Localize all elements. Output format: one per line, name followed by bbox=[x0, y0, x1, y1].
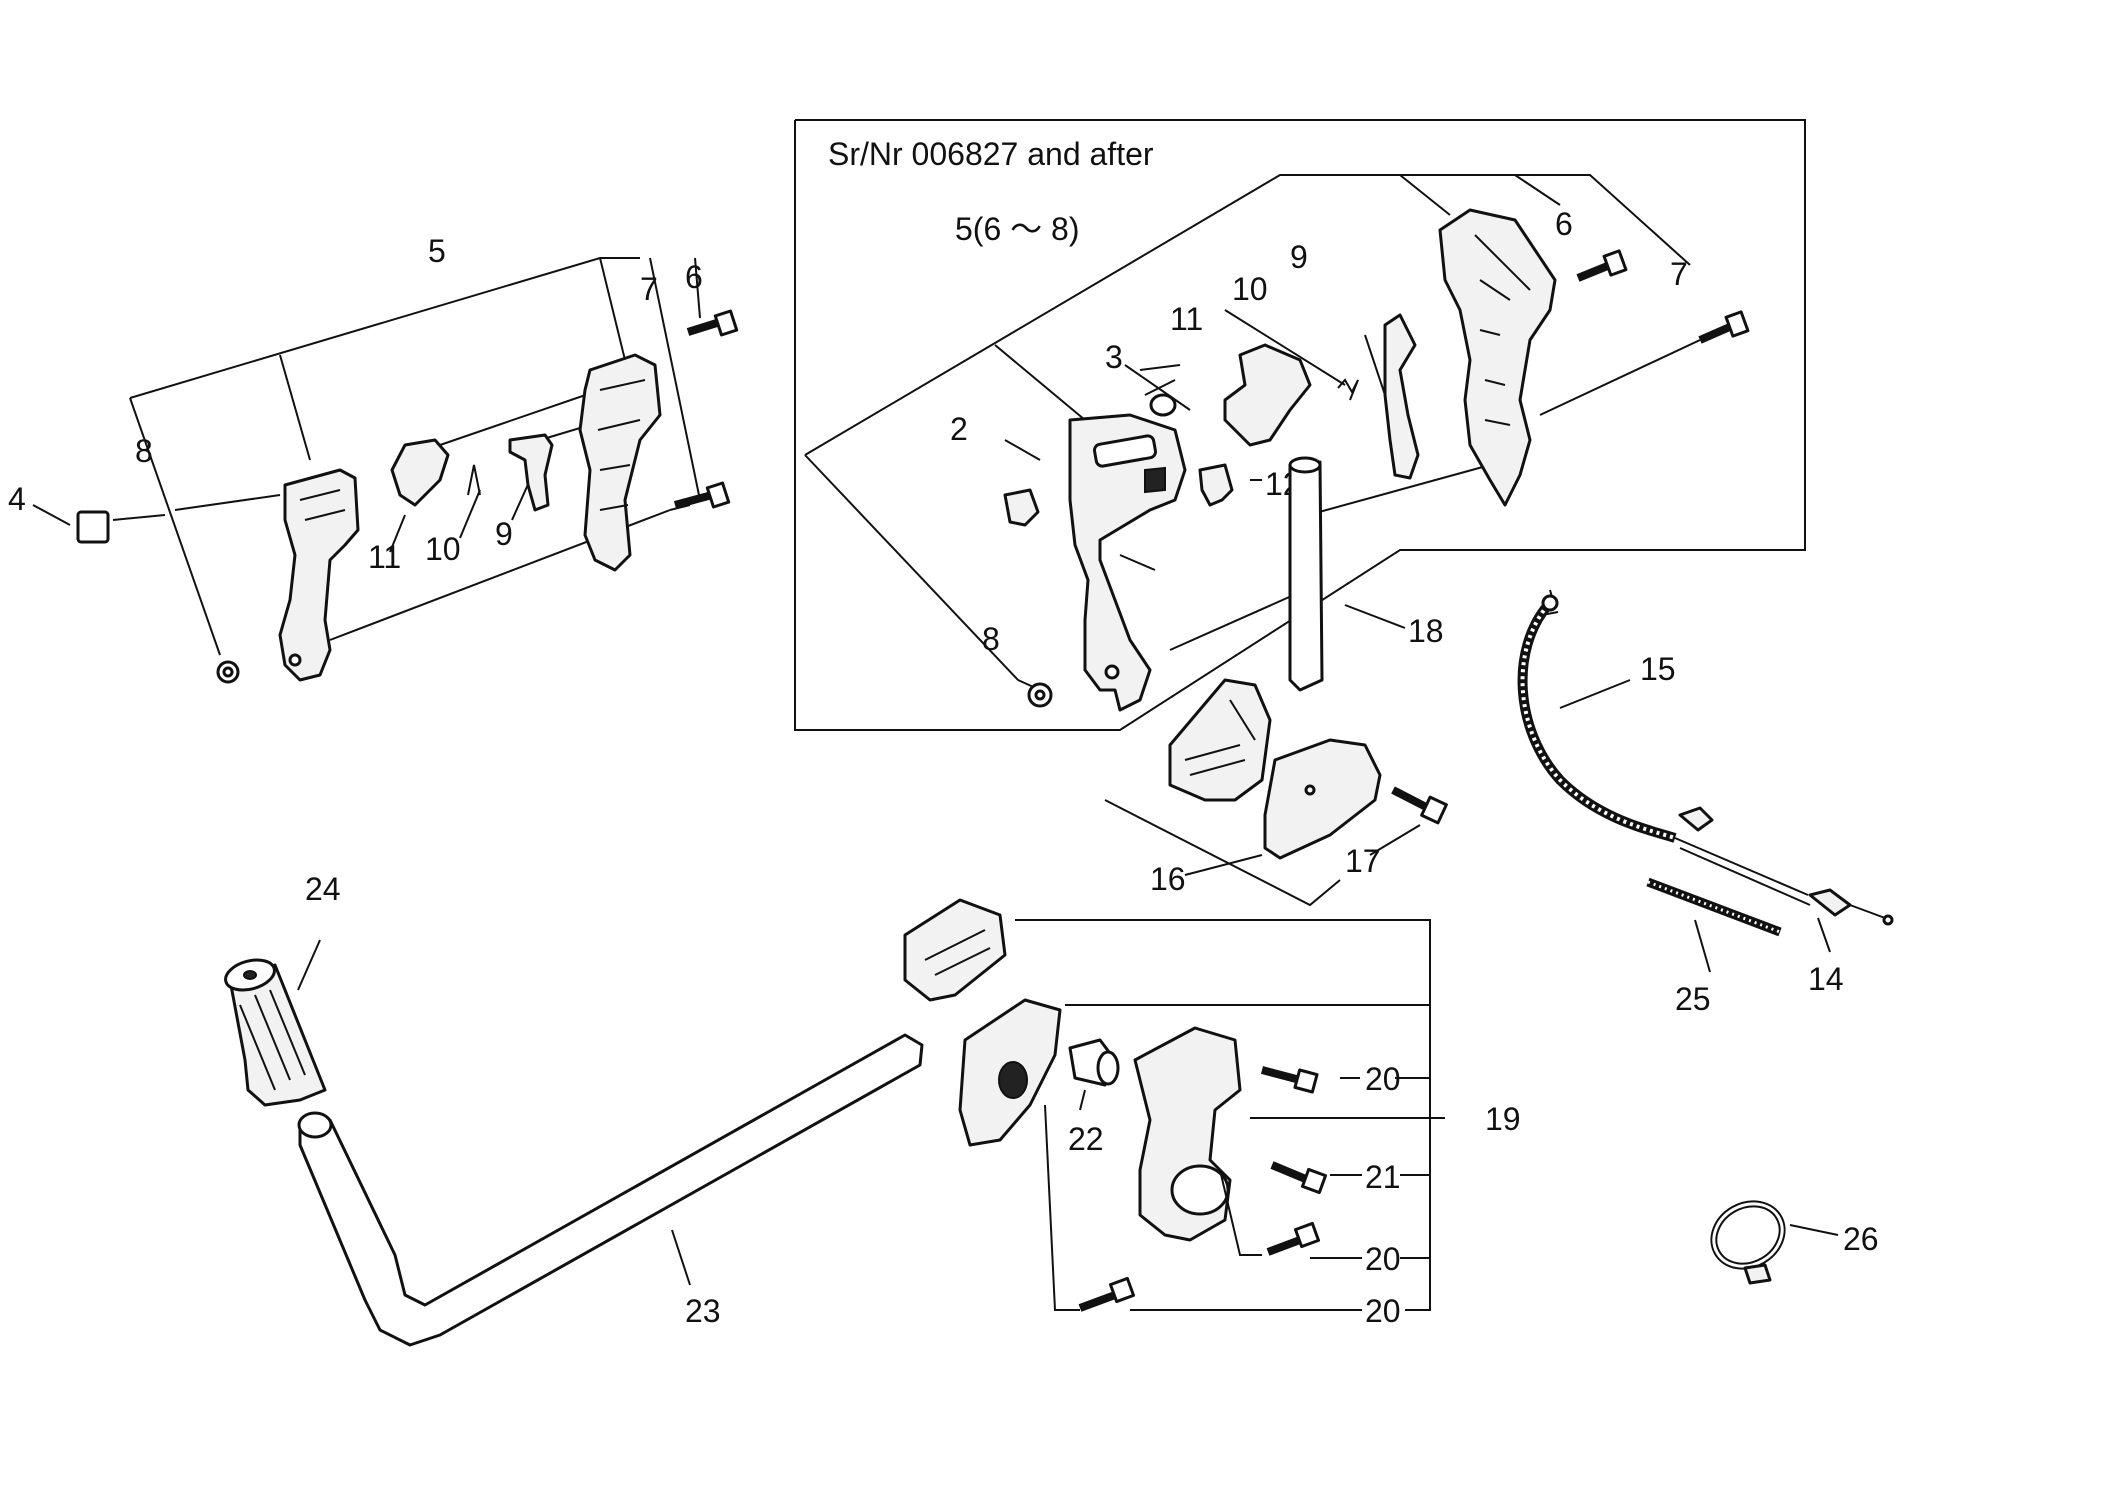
label-25: 25 bbox=[1675, 981, 1711, 1017]
label-26: 26 bbox=[1843, 1221, 1879, 1257]
inset-handle-assembly: 5(6 ～ 8) 11 10 9 3 2 12 6 7 8 bbox=[804, 174, 1750, 712]
inset-handle-half bbox=[1438, 208, 1557, 507]
left-grip-housing bbox=[278, 468, 360, 682]
inset-bolt-6 bbox=[1576, 249, 1628, 282]
label-5: 5 bbox=[428, 233, 446, 269]
ring-3 bbox=[1149, 393, 1177, 417]
bolt-7 bbox=[673, 481, 731, 509]
bolt-6 bbox=[686, 309, 739, 337]
inset-label-6: 6 bbox=[1555, 206, 1573, 242]
left-handle-half bbox=[578, 353, 662, 572]
label-22: 22 bbox=[1068, 1121, 1104, 1157]
bolt-20b bbox=[1266, 1221, 1321, 1256]
inset-label-10: 10 bbox=[1232, 271, 1268, 307]
spring-10 bbox=[467, 464, 481, 496]
inset-box: Sr/Nr 006827 and after bbox=[794, 119, 1806, 731]
left-handle-assembly: 5 6 7 8 4 11 10 9 bbox=[8, 233, 739, 684]
label-8: 8 bbox=[135, 433, 153, 469]
tube-18: 18 bbox=[1288, 456, 1444, 692]
bracket-17 bbox=[1263, 738, 1382, 860]
label-7: 7 bbox=[640, 271, 658, 307]
switch-12 bbox=[1198, 463, 1234, 507]
label-20c: 20 bbox=[1365, 1293, 1401, 1329]
inset-label-11: 11 bbox=[1170, 301, 1203, 337]
part-4-square bbox=[76, 510, 110, 544]
trigger-11 bbox=[390, 438, 450, 507]
label-20a: 20 bbox=[1365, 1061, 1401, 1097]
label-9: 9 bbox=[495, 516, 513, 552]
cable-end-14 bbox=[1808, 888, 1852, 917]
label-14: 14 bbox=[1808, 961, 1844, 997]
label-19: 19 bbox=[1485, 1101, 1521, 1137]
throttle-cable: 15 25 14 bbox=[1517, 589, 1894, 1017]
inset-title: Sr/Nr 006827 and after bbox=[828, 136, 1154, 172]
inset-label-3: 3 bbox=[1105, 339, 1123, 375]
label-6: 6 bbox=[685, 259, 703, 295]
inset-label-7: 7 bbox=[1670, 256, 1688, 292]
bolt-21 bbox=[1270, 1161, 1328, 1195]
label-17: 17 bbox=[1345, 843, 1381, 879]
inset-bolt-7 bbox=[1698, 310, 1750, 344]
label-21: 21 bbox=[1365, 1159, 1401, 1195]
label-11: 11 bbox=[368, 539, 401, 575]
label-16: 16 bbox=[1150, 861, 1186, 897]
clamp-assembly: 20 19 21 20 20 22 bbox=[903, 898, 1521, 1329]
bar-handle: 24 23 bbox=[224, 871, 924, 1347]
label-10: 10 bbox=[425, 531, 461, 567]
clamp-block-top bbox=[903, 898, 1007, 1002]
inset-label-8: 8 bbox=[982, 621, 1000, 657]
inset-label-2: 2 bbox=[950, 411, 968, 447]
inset-label-9: 9 bbox=[1290, 239, 1308, 275]
lever-9 bbox=[508, 433, 554, 512]
bolt-20a bbox=[1260, 1066, 1319, 1094]
bracket-assembly-16-17: 16 17 bbox=[1104, 678, 1448, 907]
inset-trigger-11 bbox=[1223, 343, 1312, 447]
bolt-17 bbox=[1391, 786, 1448, 825]
inset-spring-10 bbox=[1337, 378, 1359, 401]
label-4: 4 bbox=[8, 481, 26, 517]
inset-lever-9 bbox=[1383, 313, 1420, 480]
bracket-16 bbox=[1168, 678, 1272, 802]
bolt-20c bbox=[1078, 1276, 1136, 1312]
spring-25 bbox=[1646, 877, 1782, 937]
label-15: 15 bbox=[1640, 651, 1676, 687]
inset-label-5: 5(6 ～ 8) bbox=[955, 211, 1080, 247]
label-18: 18 bbox=[1408, 613, 1444, 649]
button-2 bbox=[1003, 488, 1040, 527]
label-24: 24 bbox=[305, 871, 341, 907]
grip-24 bbox=[228, 963, 327, 1107]
hose-clamp-26: 26 bbox=[1710, 1200, 1879, 1285]
cable-wire bbox=[1674, 837, 1809, 896]
label-20b: 20 bbox=[1365, 1241, 1401, 1277]
bar-23 bbox=[298, 1033, 924, 1347]
label-23: 23 bbox=[685, 1293, 721, 1329]
